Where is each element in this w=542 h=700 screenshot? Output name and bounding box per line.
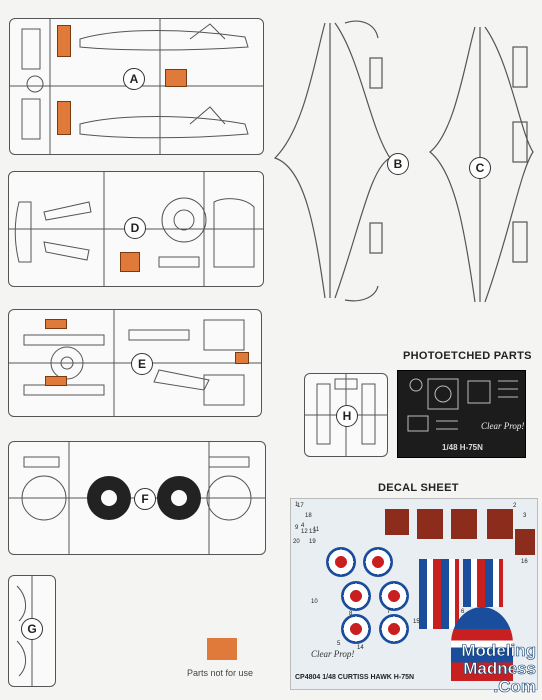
decal-number: 2: [513, 503, 517, 509]
photoetched-brand: Clear Prop!: [481, 421, 525, 431]
decal-number: 13: [309, 529, 316, 535]
decal-number: 10: [311, 599, 318, 605]
sprue-label: G: [21, 618, 43, 640]
watermark-line1: Modeling: [461, 641, 536, 660]
roundel: [379, 581, 409, 611]
sprue-g: G: [8, 575, 56, 687]
decal-number: 20: [293, 539, 300, 545]
sprue-label: C: [469, 157, 491, 179]
sprue-label: E: [131, 353, 153, 375]
tail-flag: [451, 607, 513, 681]
sprue-e: E: [8, 309, 262, 417]
unused-part: [120, 252, 140, 272]
sprue-label: A: [123, 68, 145, 90]
decal-number: 15: [413, 619, 420, 625]
roundel: [341, 614, 371, 644]
legend-label: Parts not for use: [187, 668, 254, 678]
sprue-f-parts: [9, 442, 265, 554]
sprue-f: F: [8, 441, 266, 555]
emblem: [417, 509, 443, 539]
decal-number: 8: [349, 611, 353, 617]
watermark-line2: Madness: [463, 659, 536, 678]
decal-number: 18: [305, 513, 312, 519]
emblem: [515, 529, 535, 555]
photoetched-scale: 1/48 H-75N: [442, 443, 483, 452]
photoetched-title: PHOTOETCHED PARTS: [403, 350, 532, 362]
photoetched-fret: Clear Prop! 1/48 H-75N: [397, 370, 526, 458]
decal-number: 5: [337, 641, 341, 647]
roundel: [326, 547, 356, 577]
decal-number: 19: [309, 539, 316, 545]
legend-swatch: [207, 638, 237, 660]
sprue-d: D: [8, 171, 264, 287]
roundel: [363, 547, 393, 577]
decal-number: 1: [295, 502, 299, 508]
unused-part: [45, 319, 67, 329]
sprue-b: B: [270, 18, 409, 303]
emblem: [451, 509, 477, 539]
watermark: Modeling Madness .Com: [440, 641, 536, 696]
decal-number: 6: [461, 609, 465, 615]
watermark-line3: .Com: [493, 677, 536, 696]
unused-part: [165, 69, 187, 87]
sprue-h: H: [304, 373, 388, 457]
rudder-stripes: [419, 559, 459, 629]
photoetched-parts: [407, 378, 518, 432]
sprue-c: C: [425, 22, 540, 307]
unused-part: [57, 25, 71, 57]
decal-number: 3: [523, 513, 527, 519]
decal-number: 17: [297, 503, 304, 509]
sprue-a-parts: [10, 19, 263, 154]
decal-number: 16: [521, 559, 528, 565]
unused-part: [45, 376, 67, 386]
decal-number: 7: [387, 609, 391, 615]
emblem: [487, 509, 513, 539]
roundel: [379, 614, 409, 644]
decal-number: 14: [357, 645, 364, 651]
sprue-c-parts: [429, 26, 534, 303]
sprue-a: A: [9, 18, 264, 155]
decal-number: 11: [313, 527, 320, 533]
unused-part: [57, 101, 71, 135]
decal-code: CP4804 1/48 CURTISS HAWK H-75N: [295, 674, 415, 681]
decal-brand: Clear Prop!: [311, 649, 355, 659]
sprue-label: H: [336, 405, 358, 427]
emblem: [385, 509, 409, 535]
roundel: [341, 581, 371, 611]
sprue-b-parts: [273, 20, 391, 302]
decal-number: 9: [295, 525, 299, 531]
sprue-label: D: [124, 217, 146, 239]
sprue-label: B: [387, 153, 409, 175]
decal-sheet: Clear Prop! CP4804 1/48 CURTISS HAWK H-7…: [290, 498, 538, 690]
unused-part: [235, 352, 249, 364]
decal-number: 4: [301, 523, 305, 529]
rudder-stripes: [463, 559, 503, 607]
sprue-label: F: [134, 488, 156, 510]
decal-title: DECAL SHEET: [378, 482, 459, 494]
decal-number: 12: [301, 529, 308, 535]
